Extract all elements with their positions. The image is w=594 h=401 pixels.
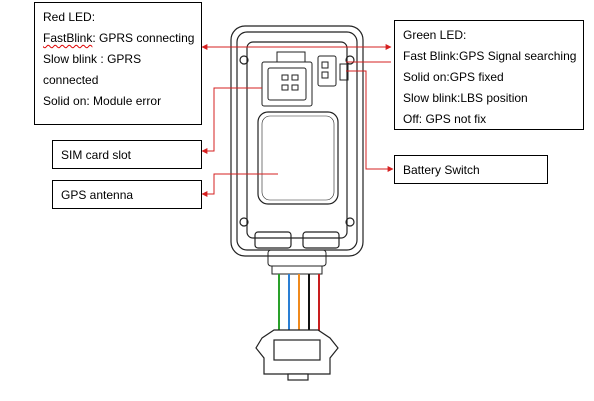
- green-led-callout: Green LED: Fast Blink:GPS Signal searchi…: [394, 20, 584, 130]
- wire-harness: [278, 274, 320, 336]
- red-led-slowblink-word2: blink: [72, 52, 98, 66]
- green-led-solid: Solid on:GPS fixed: [403, 70, 504, 84]
- green-led-fastblink: Fast Blink:GPS Signal searching: [403, 49, 577, 63]
- red-led-slowblink-colon: :: [100, 52, 104, 66]
- device-housing: [230, 25, 364, 257]
- gps-antenna-label: GPS antenna: [61, 188, 134, 202]
- green-led-title: Green LED:: [403, 28, 467, 42]
- cable-strain-relief: [267, 249, 327, 275]
- red-led-solid: Solid on: Module error: [43, 94, 162, 108]
- gps-antenna-callout: GPS antenna: [52, 180, 202, 209]
- led-switch-area: [317, 55, 349, 87]
- red-led-slowblink: Slow blink : GPRS: [43, 49, 193, 70]
- red-led-connected: connected: [43, 73, 99, 87]
- red-led-callout: Red LED: FastBlink: GPRS connecting Slow…: [34, 2, 202, 125]
- wire-connector: [255, 329, 339, 381]
- red-led-fastblink: FastBlink: GPRS connecting: [43, 28, 195, 49]
- sim-card-slot-callout: SIM card slot: [52, 140, 202, 169]
- battery-switch-callout: Battery Switch: [394, 155, 548, 184]
- green-led-slowblink: Slow blink:LBS position: [403, 91, 528, 105]
- sim-card-holder: [261, 51, 313, 107]
- battery-switch-label: Battery Switch: [403, 163, 480, 177]
- red-led-slowblink-word3: GPRS: [107, 52, 142, 66]
- red-led-title: Red LED:: [43, 10, 96, 24]
- sim-card-slot-label: SIM card slot: [61, 148, 132, 162]
- red-led-fastblink-term: FastBlink: [43, 31, 93, 45]
- gps-antenna-module: [257, 111, 339, 205]
- red-led-slowblink-word1: Slow: [43, 52, 70, 66]
- green-led-off: Off: GPS not fix: [403, 112, 487, 126]
- red-led-fastblink-rest: : GPRS connecting: [92, 31, 195, 45]
- callout-arrows: [201, 44, 394, 197]
